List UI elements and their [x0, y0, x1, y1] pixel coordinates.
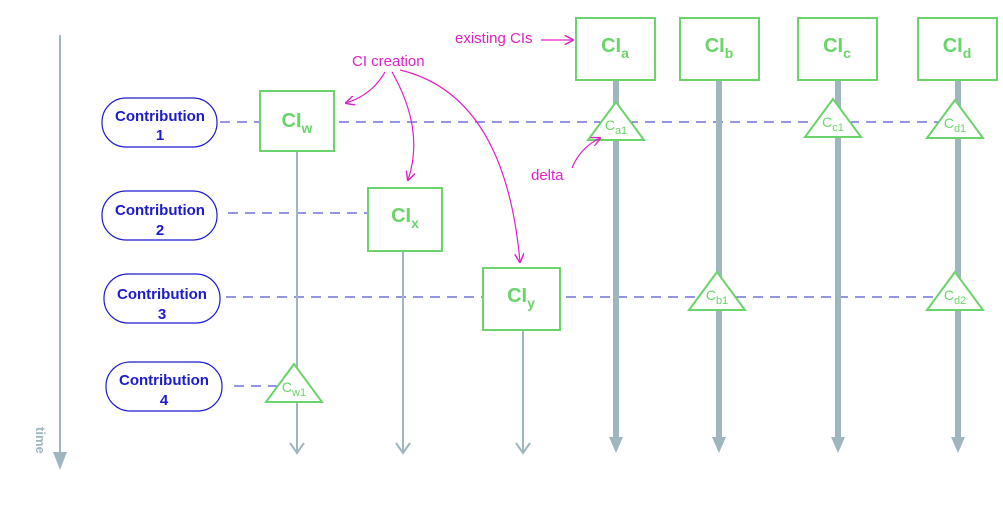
delta-d2: Cd2	[925, 270, 985, 311]
delta-d1: Cd1	[925, 98, 985, 139]
ci-y-sub: y	[527, 295, 535, 311]
arrow-to-ci-x	[391, 71, 414, 180]
time-label: time	[33, 427, 48, 454]
svg-text:Cd2: Cd2	[944, 287, 966, 307]
delta-a1: Ca1	[586, 100, 646, 141]
delta-w1: Cw1	[264, 362, 324, 403]
existing-cis-label: existing CIs	[455, 30, 533, 47]
ci-box-x: CIx	[367, 187, 443, 252]
ci-c-sub: c	[843, 45, 851, 61]
svg-text:Cw1: Cw1	[282, 379, 306, 399]
svg-text:CId: CId	[943, 35, 972, 61]
contribution-3-number: 3	[158, 306, 166, 323]
svg-text:CIw: CIw	[282, 110, 313, 136]
contribution-4-label: Contribution	[119, 372, 209, 389]
svg-text:CIc: CIc	[823, 35, 851, 61]
ci-x-base: CI	[391, 205, 411, 227]
contribution-1-label: Contribution	[115, 108, 205, 125]
ci-w-base: CI	[282, 110, 302, 132]
ci-c-base: CI	[823, 35, 843, 57]
arrow-to-delta-a1	[571, 138, 600, 169]
svg-text:Cd1: Cd1	[944, 115, 966, 135]
ci-box-b: CIb	[679, 17, 760, 81]
ci-box-c: CIc	[797, 17, 878, 81]
ci-a-sub: a	[621, 45, 629, 61]
contribution-2-label: Contribution	[115, 202, 205, 219]
ci-d-sub: d	[963, 45, 972, 61]
ci-b-base: CI	[705, 35, 725, 57]
svg-text:CIx: CIx	[391, 205, 419, 231]
svg-text:Ca1: Ca1	[605, 117, 627, 137]
contribution-4: Contribution 4	[105, 361, 223, 412]
annotation-arrows	[346, 40, 600, 262]
delta-c1: Cc1	[803, 97, 863, 138]
contribution-2-number: 2	[156, 222, 164, 239]
ci-y-base: CI	[507, 285, 527, 307]
contribution-1-number: 1	[156, 127, 164, 144]
contribution-1: Contribution 1	[101, 97, 218, 148]
ci-creation-label: CI creation	[352, 53, 425, 70]
svg-text:Cc1: Cc1	[822, 114, 844, 134]
ci-box-w: CIw	[259, 90, 335, 152]
ci-d-base: CI	[943, 35, 963, 57]
ci-x-sub: x	[411, 215, 419, 231]
contribution-4-number: 4	[160, 392, 169, 409]
contribution-dashed-lines	[220, 121, 965, 387]
arrow-to-ci-w	[346, 71, 386, 103]
ci-b-sub: b	[725, 45, 734, 61]
arrow-to-ci-y	[399, 69, 520, 262]
ci-box-a: CIa	[575, 17, 656, 81]
svg-text:Cb1: Cb1	[706, 287, 728, 307]
svg-text:CIy: CIy	[507, 285, 535, 311]
ci-box-d: CId	[917, 17, 998, 81]
svg-text:CIb: CIb	[705, 35, 734, 61]
contribution-3-label: Contribution	[117, 286, 207, 303]
ci-box-y: CIy	[482, 267, 561, 331]
delta-b1: Cb1	[687, 270, 747, 311]
ci-a-base: CI	[601, 35, 621, 57]
ci-w-sub: w	[301, 120, 313, 136]
contribution-2: Contribution 2	[101, 190, 218, 241]
svg-text:CIa: CIa	[601, 35, 629, 61]
contribution-3: Contribution 3	[103, 273, 221, 324]
existing-ci-lifelines	[609, 80, 965, 453]
delta-label: delta	[531, 167, 564, 184]
time-axis	[53, 35, 67, 470]
